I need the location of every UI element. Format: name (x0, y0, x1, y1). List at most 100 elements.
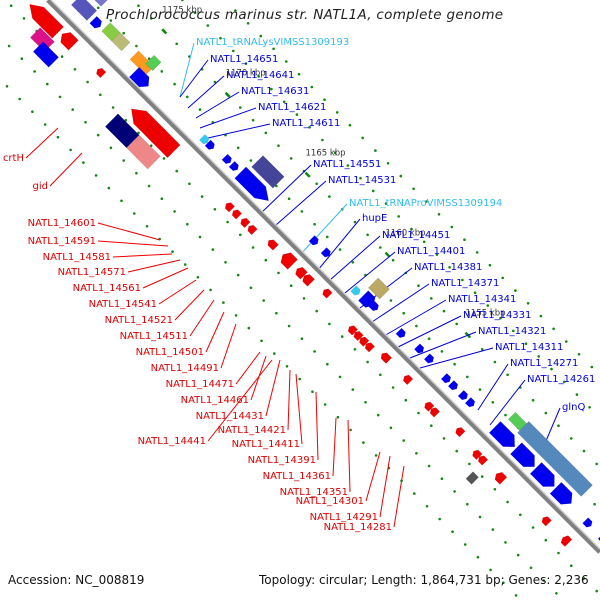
minor-tick (275, 311, 278, 315)
reverse-gene-label[interactable]: crtH (3, 153, 24, 164)
reverse-gene-arrow (60, 32, 79, 51)
minor-tick (120, 199, 123, 203)
forward-gene-arrow (423, 353, 435, 364)
reverse-gene-label[interactable]: NATL1_14571 (58, 267, 126, 278)
reverse-gene-label[interactable]: NATL1_14541 (89, 299, 157, 310)
forward-label-leader (259, 164, 312, 215)
minor-tick (550, 367, 553, 371)
forward-gene-label[interactable]: NATL1_14271 (510, 358, 578, 369)
reverse-gene-label[interactable]: NATL1_14391 (248, 455, 316, 466)
minor-tick (435, 253, 439, 256)
forward-gene-label[interactable]: NATL1_tRNAProVIMSS1309194 (349, 198, 502, 209)
minor-tick (374, 454, 378, 457)
minor-tick (313, 222, 316, 226)
reverse-gene-label[interactable]: NATL1_14281 (324, 522, 392, 533)
minor-tick (43, 123, 47, 126)
minor-tick (544, 538, 548, 542)
reverse-gene-arrow (403, 374, 414, 386)
forward-gene-label[interactable]: NATL1_14261 (527, 374, 595, 385)
forward-label-leader (299, 203, 348, 256)
reverse-gene-arrow (295, 267, 308, 280)
forward-gene-arrow (308, 235, 319, 246)
minor-tick (595, 462, 598, 466)
minor-tick (478, 388, 482, 391)
minor-tick (315, 182, 319, 186)
reverse-gene-label[interactable]: NATL1_14431 (196, 411, 264, 422)
forward-gene-label[interactable]: hupE (362, 213, 387, 224)
forward-gene-label[interactable]: NATL1_14331 (463, 310, 531, 321)
forward-gene-arrow (395, 327, 406, 338)
reverse-gene-label[interactable]: NATL1_14511 (120, 331, 188, 342)
minor-tick (7, 44, 11, 48)
reverse-gene-arrow (96, 67, 107, 79)
forward-feature (367, 277, 390, 300)
forward-gene-label[interactable]: NATL1_14641 (226, 70, 294, 81)
forward-gene-label[interactable]: NATL1_14371 (431, 278, 499, 289)
minor-tick (249, 159, 253, 162)
forward-gene-label[interactable]: NATL1_14341 (448, 294, 516, 305)
forward-gene-label[interactable]: NATL1_14531 (328, 175, 396, 186)
minor-tick (335, 111, 339, 114)
reverse-gene-label[interactable]: NATL1_14601 (28, 218, 96, 229)
forward-gene-label[interactable]: NATL1_14551 (313, 159, 381, 170)
forward-gene-arrow (228, 160, 239, 172)
reverse-label-leader (97, 240, 169, 247)
minor-tick (94, 174, 98, 177)
minor-tick (295, 113, 299, 116)
minor-tick (386, 162, 390, 165)
reverse-gene-label[interactable]: NATL1_14471 (166, 379, 234, 390)
minor-tick (321, 138, 324, 142)
minor-tick (366, 360, 369, 364)
reverse-gene-label[interactable]: NATL1_14421 (218, 425, 286, 436)
minor-tick (526, 302, 530, 305)
forward-gene-label[interactable]: NATL1_14311 (495, 342, 563, 353)
forward-gene-label[interactable]: NATL1_14451 (382, 230, 450, 241)
minor-tick (264, 258, 268, 262)
reverse-label-leader (25, 127, 59, 159)
minor-tick (196, 275, 200, 279)
forward-gene-label[interactable]: NATL1_14631 (241, 86, 309, 97)
minor-tick (259, 34, 263, 38)
forward-gene-arrow (413, 343, 425, 354)
forward-gene-label[interactable]: NATL1_14381 (414, 262, 482, 273)
reverse-gene-label[interactable]: NATL1_14591 (28, 236, 96, 247)
minor-tick (427, 464, 431, 468)
forward-gene-label[interactable]: NATL1_14401 (397, 246, 465, 257)
reverse-gene-label[interactable]: NATL1_14491 (151, 363, 219, 374)
minor-tick (391, 258, 395, 262)
minor-tick (186, 95, 189, 99)
minor-tick (593, 502, 596, 506)
reverse-gene-label[interactable]: NATL1_14501 (136, 347, 204, 358)
scale-tick (224, 91, 231, 98)
minor-tick (181, 0, 184, 2)
accession-text: Accession: NC_008819 (8, 573, 145, 587)
reverse-gene-label[interactable]: NATL1_14291 (310, 512, 378, 523)
forward-label-leader (329, 235, 381, 281)
minor-tick (9, 4, 13, 7)
forward-gene-label[interactable]: NATL1_14321 (478, 326, 546, 337)
reverse-gene-label[interactable]: NATL1_14461 (181, 395, 249, 406)
minor-tick (379, 373, 382, 377)
reverse-gene-label[interactable]: NATL1_14561 (73, 283, 141, 294)
reverse-gene-label[interactable]: NATL1_14441 (138, 436, 206, 447)
reverse-gene-label[interactable]: NATL1_14301 (296, 496, 364, 507)
reverse-gene-label[interactable]: NATL1_14411 (232, 439, 300, 450)
forward-gene-label[interactable]: NATL1_14611 (272, 118, 340, 129)
reverse-gene-label[interactable]: NATL1_14521 (105, 315, 173, 326)
minor-tick (273, 352, 276, 355)
reverse-gene-label[interactable]: NATL1_14581 (43, 252, 111, 263)
reverse-gene-label[interactable]: NATL1_14351 (280, 487, 348, 498)
minor-tick (372, 189, 375, 193)
minor-tick (473, 291, 477, 295)
forward-gene-label[interactable]: glnQ (562, 402, 585, 413)
minor-tick (346, 164, 350, 167)
minor-tick (285, 60, 288, 63)
forward-gene-label[interactable]: NATL1_14621 (258, 102, 326, 113)
reverse-gene-label[interactable]: NATL1_14361 (263, 471, 331, 482)
reverse-gene-label[interactable]: gid (33, 181, 48, 192)
minor-tick (302, 297, 306, 300)
forward-gene-label[interactable]: NATL1_14651 (210, 54, 278, 65)
reverse-label-leader (127, 259, 181, 273)
reverse-gene-arrow (380, 352, 393, 364)
forward-gene-label[interactable]: NATL1_tRNALysVIMSS1309193 (196, 37, 349, 48)
